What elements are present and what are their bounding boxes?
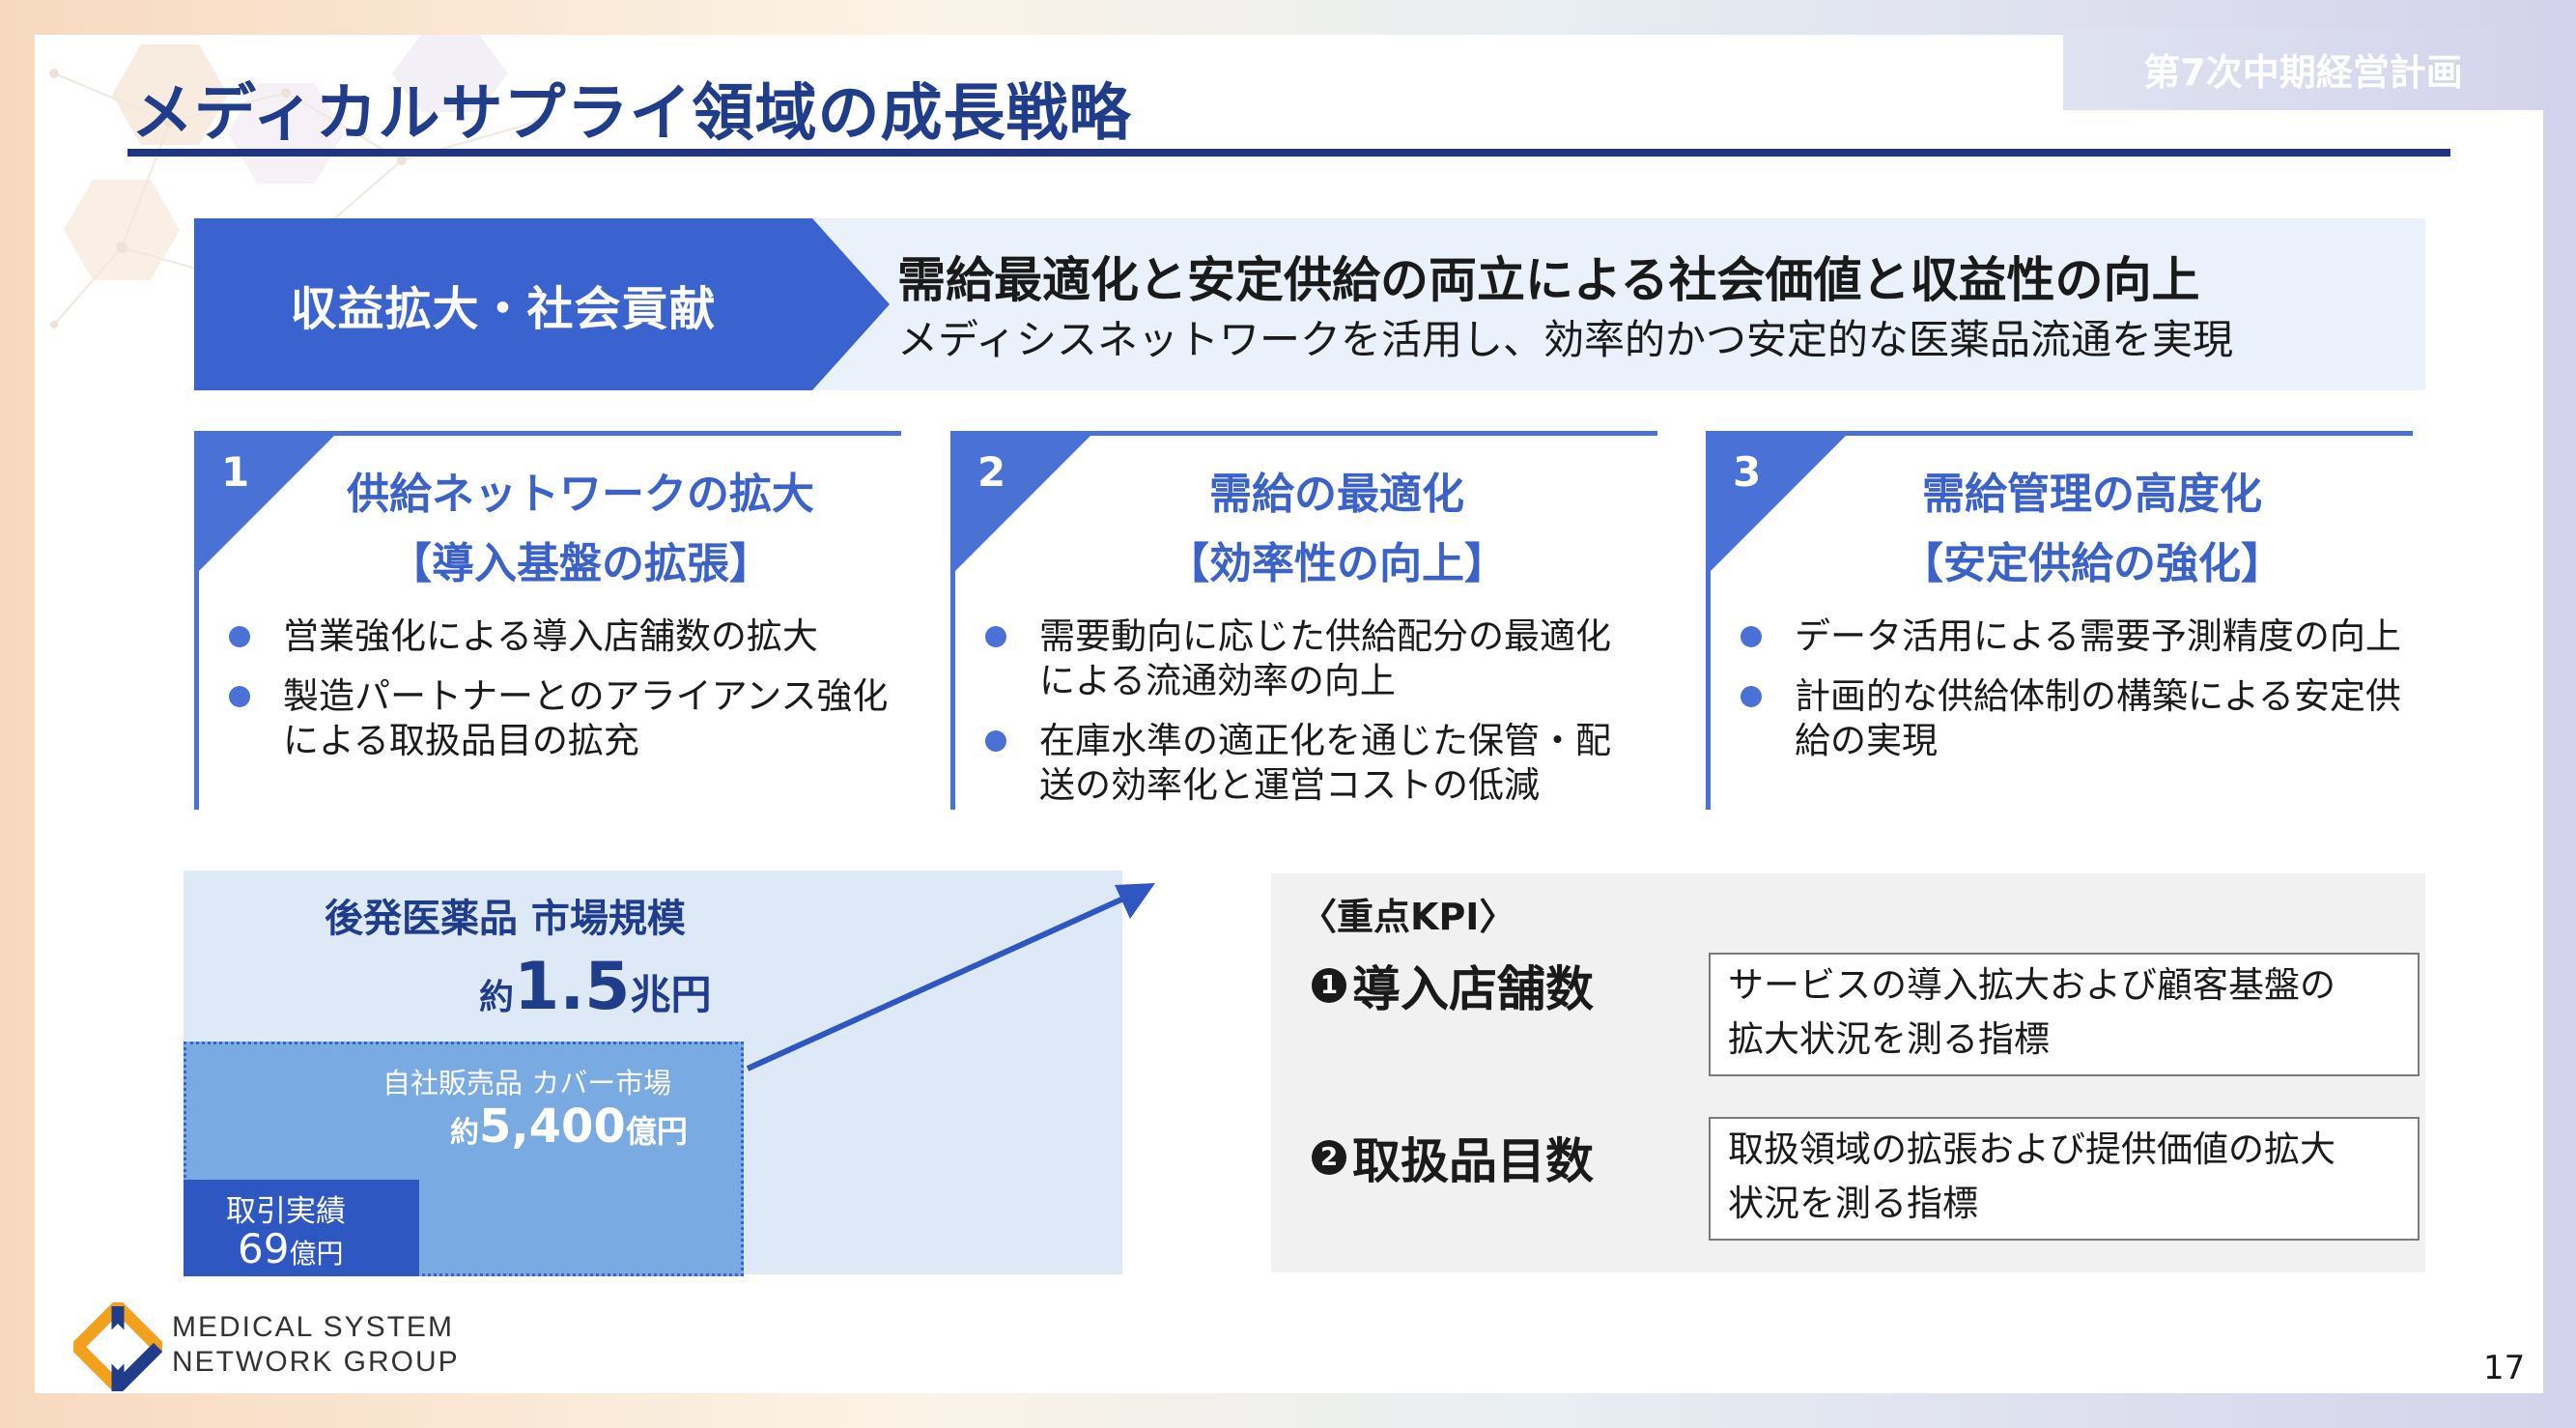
page-number: 17 [2483, 1349, 2526, 1387]
page-title: メディカルサプライ領域の成長戦略 [131, 78, 1132, 150]
bullet-dot-icon [985, 730, 1006, 752]
pillar-title: 需給管理の高度化 [1922, 470, 2262, 519]
bullet-dot-icon [985, 626, 1006, 647]
banner-label: 収益拡大・社会貢献 [290, 282, 717, 336]
pillar-number: 1 [221, 448, 250, 496]
pillar-number: 2 [977, 448, 1006, 496]
bullet-dot-icon [229, 626, 250, 647]
market-size: 約1.5兆円 [479, 949, 712, 1025]
banner-subline: メディシスネットワークを活用し、効率的かつ安定的な医薬品流通を実現 [897, 316, 2234, 363]
pillar-heading: 需給管理の高度化 【安定供給の強化】 [1802, 460, 2382, 599]
kpi-item-2: 2 取扱品目数 [1312, 1123, 1594, 1192]
kpi-marker-2-icon: 2 [1312, 1140, 1346, 1175]
deal-label: 取引実績 [226, 1194, 346, 1229]
pillar-bullets: 需要動向に応じた供給配分の最適化による流通効率の向上 在庫水準の適正化を通じた保… [979, 614, 1646, 823]
market-size-prefix: 約 [479, 978, 515, 1017]
bullet-dot-icon [1741, 626, 1762, 647]
banner-headline: 需給最適化と安定供給の両立による社会価値と収益性の向上 [897, 252, 2200, 308]
pillar-number-triangle [950, 431, 1095, 576]
slide: 第7次中期経営計画 メディカルサプライ領域の成長戦略 収益拡大・社会貢献 需給最… [35, 27, 2543, 1393]
pillar-number-triangle [1706, 431, 1851, 576]
plan-tag: 第7次中期経営計画 [2063, 27, 2543, 110]
pillar-heading: 需給の最適化 【効率性の向上】 [1047, 460, 1627, 599]
market-title: 後発医薬品 市場規模 [325, 897, 686, 941]
kpi-name: 取扱品目数 [1352, 1133, 1594, 1189]
hexagon-pattern-decoration [49, 35, 541, 328]
pillar-bullets: データ活用による需要予測精度の向上 計画的な供給体制の構築による安定供給の実現 [1735, 614, 2401, 779]
cover-market-label: 自社販売品 カバー市場 [382, 1067, 672, 1100]
list-item: 営業強化による導入店舗数の拡大 [223, 614, 890, 659]
pillar-left-line [950, 431, 955, 810]
list-item: データ活用による需要予測精度の向上 [1735, 614, 2401, 659]
deal-unit: 億円 [289, 1238, 344, 1270]
kpi-heading: 〈重点KPI〉 [1300, 896, 1516, 938]
list-item: 需要動向に応じた供給配分の最適化による流通効率の向上 [979, 614, 1646, 703]
list-item: 在庫水準の適正化を通じた保管・配送の効率化と運営コストの低減 [979, 719, 1646, 808]
bullet-dot-icon [1741, 686, 1762, 707]
pillar-subtitle: 【効率性の向上】 [1167, 539, 1507, 588]
cover-market-size: 約5,400億円 [450, 1100, 688, 1154]
pillar-3: 3 需給管理の高度化 【安定供給の強化】 データ活用による需要予測精度の向上 計… [1706, 431, 2413, 810]
pillar-title: 供給ネットワークの拡大 [347, 470, 814, 519]
deal-record-box [184, 1180, 419, 1276]
bullet-dot-icon [229, 686, 250, 707]
list-item: 製造パートナーとのアライアンス強化による取扱品目の拡充 [223, 674, 890, 763]
company-logo-icon [73, 1302, 162, 1391]
pillar-number-triangle [194, 431, 339, 576]
cover-unit: 億円 [625, 1113, 688, 1150]
pillar-left-line [194, 431, 199, 810]
pillar-title: 需給の最適化 [1209, 470, 1464, 519]
company-logo-text: MEDICAL SYSTEM NETWORK GROUP [172, 1311, 460, 1378]
pillar-left-line [1706, 431, 1711, 810]
kpi-item-1: 1 導入店舗数 [1312, 951, 1594, 1020]
pillar-subtitle: 【安定供給の強化】 [1901, 539, 2283, 588]
deal-value: 69 [238, 1225, 290, 1272]
pillar-2: 2 需給の最適化 【効率性の向上】 需要動向に応じた供給配分の最適化による流通効… [950, 431, 1657, 810]
deal-amount: 69億円 [238, 1225, 343, 1272]
pillar-top-line [1706, 431, 2413, 436]
kpi-marker-1-icon: 1 [1312, 968, 1346, 1003]
kpi-description: 取扱領域の拡張および提供価値の拡大 状況を測る指標 [1709, 1117, 2420, 1241]
pillar-heading: 供給ネットワークの拡大 【導入基盤の拡張】 [291, 460, 870, 599]
banner-arrow-shape [194, 218, 890, 390]
pillar-top-line [194, 431, 901, 436]
title-underline [127, 149, 2450, 157]
pillar-1: 1 供給ネットワークの拡大 【導入基盤の拡張】 営業強化による導入店舗数の拡大 … [194, 431, 901, 810]
growth-arrow [746, 883, 1155, 1071]
pillar-bullets: 営業強化による導入店舗数の拡大 製造パートナーとのアライアンス強化による取扱品目… [223, 614, 890, 779]
market-size-value: 1.5 [514, 949, 631, 1025]
pillar-number: 3 [1733, 448, 1762, 496]
cover-value: 5,400 [479, 1100, 626, 1154]
pillar-top-line [950, 431, 1657, 436]
market-size-unit: 兆円 [630, 971, 712, 1018]
list-item: 計画的な供給体制の構築による安定供給の実現 [1735, 674, 2401, 763]
kpi-name: 導入店舗数 [1352, 961, 1594, 1017]
cover-prefix: 約 [450, 1116, 479, 1150]
pillar-subtitle: 【導入基盤の拡張】 [389, 539, 772, 588]
kpi-description: サービスの導入拡大および顧客基盤の 拡大状況を測る指標 [1709, 953, 2420, 1076]
